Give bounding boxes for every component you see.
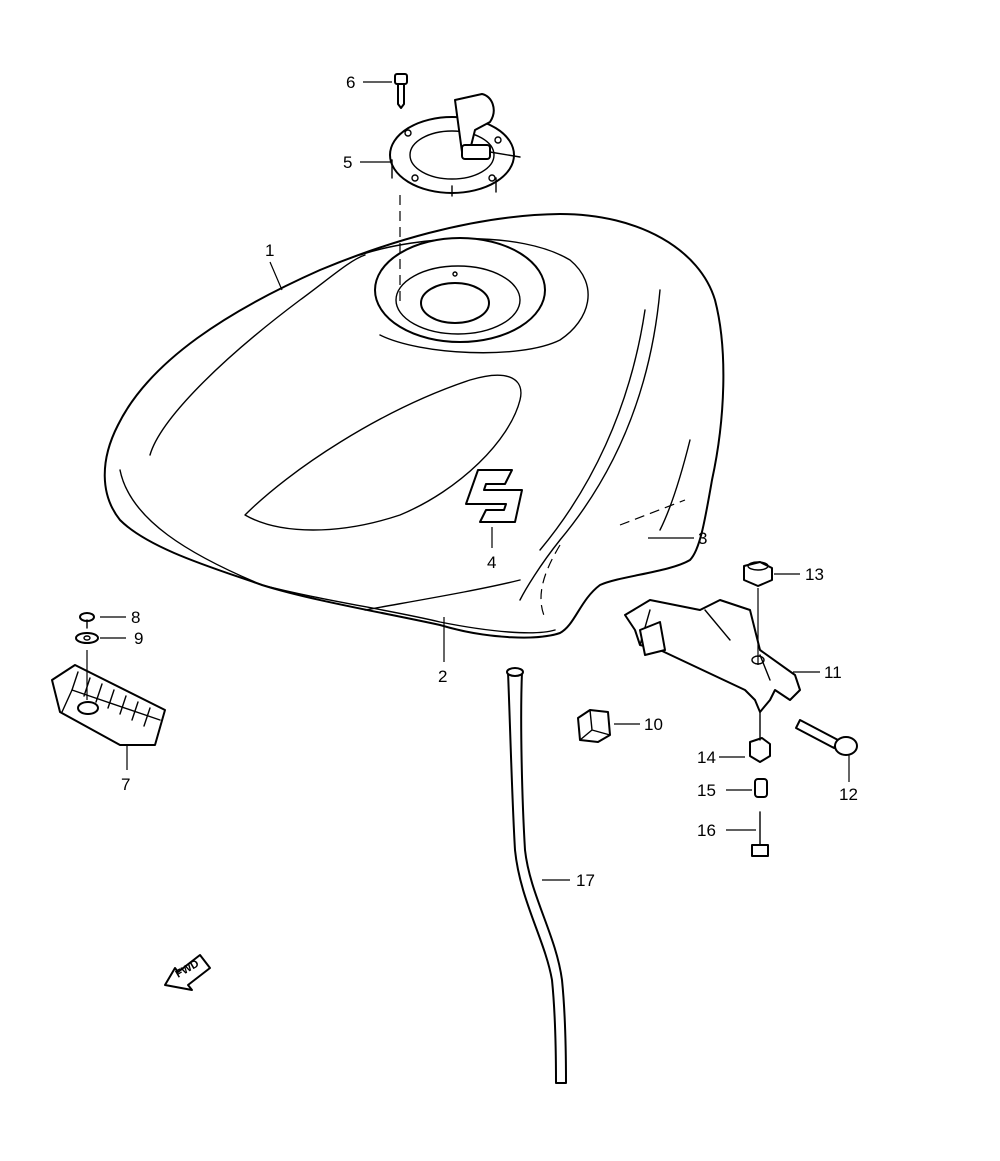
cushion-14 (749, 711, 771, 763)
fuel-tank-body (103, 195, 725, 639)
forward-arrow-icon: FWD (164, 954, 211, 991)
callout-10: 10 (644, 715, 663, 734)
callout-1: 1 (265, 241, 274, 260)
callout-5: 5 (343, 153, 352, 172)
left-cushion-bracket (51, 664, 166, 746)
callout-13: 13 (805, 565, 824, 584)
cap-screw (394, 73, 408, 109)
collar-15 (754, 778, 768, 798)
callout-11: 11 (824, 663, 842, 682)
callout-9: 9 (134, 629, 143, 648)
bracket-bolt (795, 719, 858, 756)
tank-emblem (465, 469, 523, 523)
rear-tank-bracket (624, 599, 801, 713)
callout-7: 7 (121, 775, 130, 794)
callout-3: 3 (698, 529, 707, 548)
callout-14: 14 (697, 748, 716, 767)
callout-17: 17 (576, 871, 595, 890)
callout-16: 16 (697, 821, 716, 840)
bolt-16 (751, 811, 769, 857)
collar-13 (743, 561, 773, 587)
cushion-block (577, 709, 611, 743)
callout-6: 6 (346, 73, 355, 92)
washer-9 (75, 632, 99, 644)
callout-12: 12 (839, 785, 858, 804)
callout-15: 15 (697, 781, 716, 800)
leader-1 (269, 261, 283, 291)
callout-8: 8 (131, 608, 140, 627)
screw-8 (79, 612, 95, 629)
callout-2: 2 (438, 667, 447, 686)
drain-hose (506, 667, 567, 1084)
callout-4: 4 (487, 553, 496, 572)
fuel-cap-assembly (389, 93, 521, 197)
